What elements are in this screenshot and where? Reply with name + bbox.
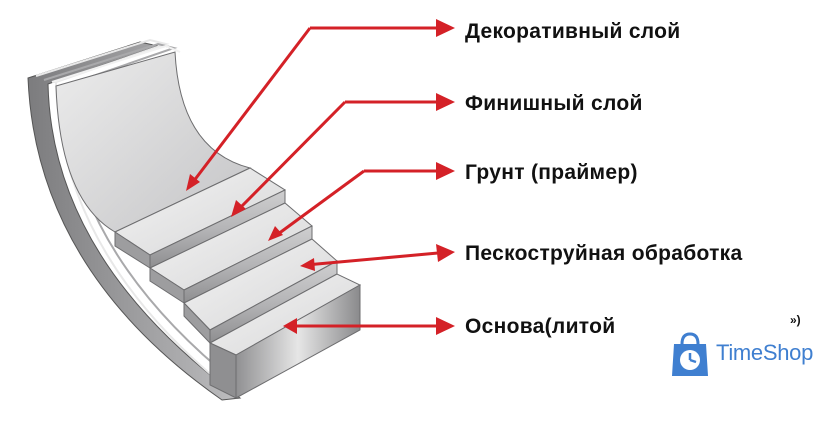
arrow-sandblast (300, 244, 455, 271)
timeshop-logo (660, 332, 835, 378)
pointer-arrows (186, 19, 455, 335)
label-base-tail: ») (790, 313, 801, 327)
shopping-bag-clock-icon (672, 332, 708, 376)
pan-wall (27, 38, 252, 401)
layer-steps (113, 167, 362, 399)
arrow-primer (268, 162, 455, 241)
label-sandblast: Пескоструйная обработка (465, 242, 743, 265)
arrow-decorative-layer (186, 19, 455, 191)
label-primer: Грунт (праймер) (465, 161, 638, 184)
arrow-base (283, 317, 455, 335)
label-base: Основа(литой (465, 315, 616, 338)
logo-text: TimeShop (716, 340, 814, 365)
label-finish-layer: Финишный слой (465, 92, 643, 115)
arrow-finish-layer (231, 93, 455, 217)
label-decorative-layer: Декоративный слой (465, 20, 681, 43)
